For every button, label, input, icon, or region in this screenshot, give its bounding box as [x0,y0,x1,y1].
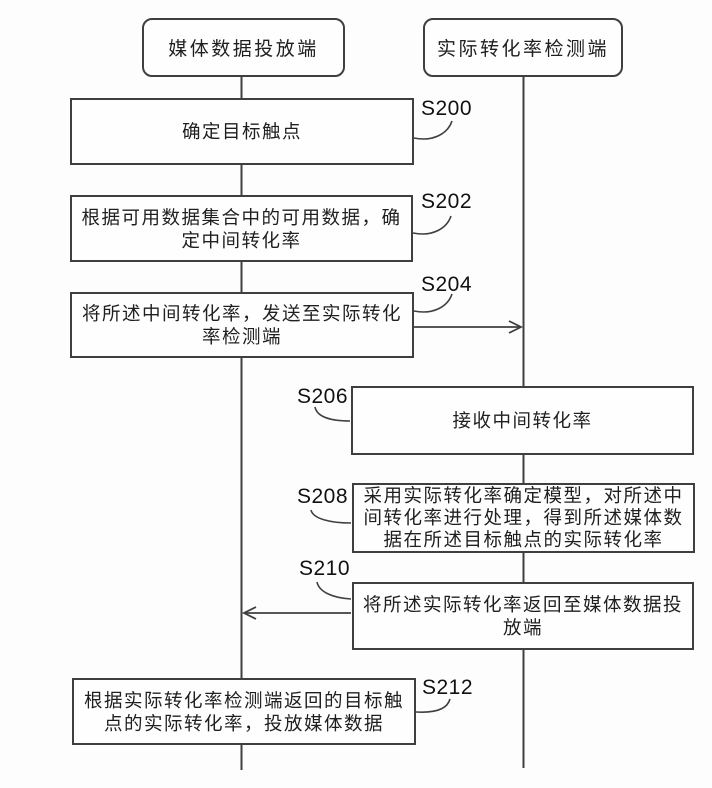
label-connector-s210 [316,581,352,600]
step-text-line: 采用实际转化率确定模型，对所述中 [363,485,684,506]
step-text-line: 将所述实际转化率返回至媒体数据投 [362,594,683,615]
step-label-s202: S202 [421,190,473,213]
step-text-line: 定中间转化率 [181,229,302,251]
step-text-line: 放端 [502,617,543,638]
step-label-s208: S208 [297,485,349,508]
step-text-line: 率检测端 [201,326,282,347]
lane-label-media: 媒体数据投放端 [168,39,319,60]
label-connector-s200 [413,120,453,140]
step-box-s208: 采用实际转化率确定模型，对所述中 间转化率进行处理，得到所述媒体数 据在所述目标… [352,483,695,553]
label-connector-s202 [412,215,452,235]
label-connector-s206 [314,406,351,422]
step-label-s200: S200 [421,97,473,120]
step-label-s204: S204 [421,273,473,296]
step-text-line: 接收中间转化率 [452,410,593,431]
step-box-s206: 接收中间转化率 [351,386,694,455]
step-text-line: 间转化率进行处理，得到所述媒体数 [363,507,684,528]
step-box-s204: 将所述中间转化率，发送至实际转化 率检测端 [70,292,414,358]
step-label-s210: S210 [299,557,351,580]
arrowhead-left-icon [241,606,257,620]
label-connector-s208 [310,509,352,524]
arrowhead-right-icon [508,320,524,334]
step-box-s212: 根据实际转化率检测端返回的目标触 点的实际转化率，投放媒体数据 [72,678,416,745]
step-text-line: 据在所述目标触点的实际转化率 [383,529,664,550]
step-box-s210: 将所述实际转化率返回至媒体数据投 放端 [352,582,694,650]
step-text-line: 点的实际转化率，投放媒体数据 [103,712,384,734]
lane-box-media: 媒体数据投放端 [142,18,345,77]
step-text-line: 将所述中间转化率，发送至实际转化 [81,303,402,324]
label-connector-s212 [415,698,451,713]
step-text-line: 确定目标触点 [181,121,302,142]
step-box-s200: 确定目标触点 [70,98,414,165]
step-label-s212: S212 [422,676,474,699]
step-text-line: 根据可用数据集合中的可用数据，确 [81,206,402,228]
label-connector-s204 [413,293,453,313]
step-text-line: 根据实际转化率检测端返回的目标触 [83,689,404,711]
lane-box-detector: 实际转化率检测端 [423,18,623,77]
step-box-s202: 根据可用数据集合中的可用数据，确 定中间转化率 [70,195,413,262]
step-label-s206: S206 [297,385,349,408]
lane-label-detector: 实际转化率检测端 [436,39,609,60]
